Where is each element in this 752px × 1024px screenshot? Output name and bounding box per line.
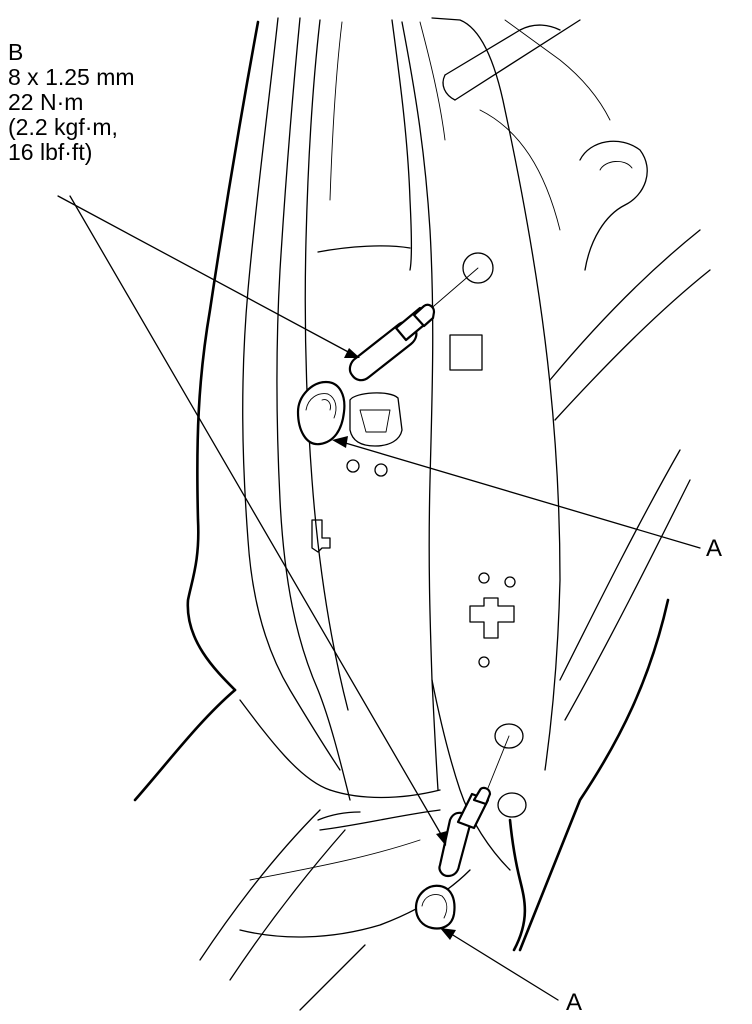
hole-plug-icon — [414, 884, 456, 930]
bolt-size-spec: 8 x 1.25 mm — [8, 64, 135, 90]
pillar-features — [311, 140, 648, 818]
bolt-torque-kgf: (2.2 kgf·m, — [8, 114, 118, 140]
leader-a-lower — [440, 928, 559, 1001]
bolt-torque-lbf: 16 lbf·ft) — [8, 139, 93, 165]
plug-callout-upper: A — [706, 535, 723, 562]
leader-b-upper — [57, 195, 360, 358]
bolt-callout: B 8 x 1.25 mm 22 N·m (2.2 kgf·m, 16 lbf·… — [8, 40, 135, 165]
pillar-outline — [186, 17, 711, 952]
bolt-torque-nm: 22 N·m — [8, 89, 84, 115]
bolt-icon — [348, 267, 479, 382]
hole-plug-icon — [296, 380, 346, 446]
leader-b-lower — [69, 195, 447, 846]
bolt-letter: B — [8, 39, 24, 65]
leader-a-upper — [332, 436, 701, 549]
plug-callout-lower: A — [566, 989, 583, 1016]
bolt-icon — [438, 735, 510, 878]
sill-outline — [133, 688, 471, 1011]
